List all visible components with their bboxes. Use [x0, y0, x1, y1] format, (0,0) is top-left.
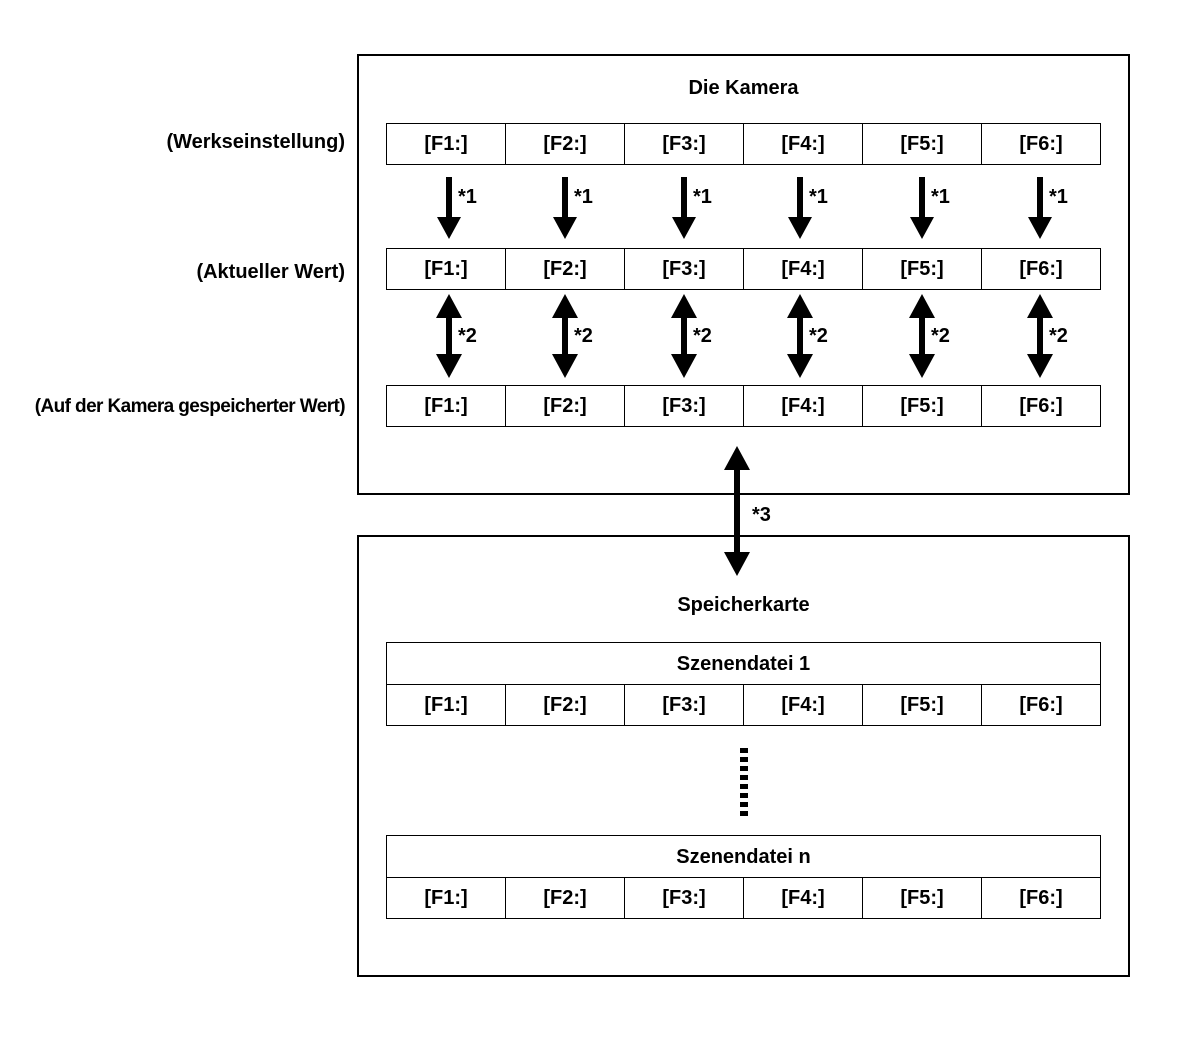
ellipsis-dot — [740, 775, 748, 780]
annotation-2-label: *2 — [574, 325, 593, 347]
cell-f4: [F4:] — [744, 124, 863, 164]
annotation-2-label: *2 — [693, 325, 712, 347]
scene-file-1-header: Szenendatei 1 — [386, 642, 1101, 685]
cell-f6: [F6:] — [1019, 886, 1063, 909]
scene-file-n-row: [F1:] [F2:] [F3:] [F4:] [F5:] [F6:] — [386, 877, 1101, 919]
cell-f1: [F1:] — [387, 685, 506, 725]
cell-f6: [F6:] — [1019, 132, 1063, 155]
cell-f3: [F3:] — [625, 124, 744, 164]
annotation-1-label: *1 — [693, 186, 712, 208]
cell-f4: [F4:] — [744, 685, 863, 725]
cell-f2: [F2:] — [506, 878, 625, 918]
annotation-2-label: *2 — [458, 325, 477, 347]
cell-f3: [F3:] — [625, 249, 744, 289]
ellipsis-dots — [740, 748, 748, 816]
cell-f6: [F6:] — [1019, 394, 1063, 417]
cell-f5: [F5:] — [863, 249, 982, 289]
cell-f5: [F5:] — [863, 124, 982, 164]
annotation-1-label: *1 — [458, 186, 477, 208]
down-arrow — [437, 177, 461, 239]
double-arrow — [787, 294, 813, 378]
annotation-1-label: *1 — [574, 186, 593, 208]
annotation-2-label: *2 — [809, 325, 828, 347]
annotation-2-label: *2 — [931, 325, 950, 347]
scene-file-1-row: [F1:] [F2:] [F3:] [F4:] [F5:] [F6:] — [386, 684, 1101, 726]
camera-title: Die Kamera — [688, 77, 799, 99]
double-arrow — [552, 294, 578, 378]
annotation-1-label: *1 — [1049, 186, 1068, 208]
ellipsis-dot — [740, 784, 748, 789]
cell-f5: [F5:] — [863, 386, 982, 426]
cell-f2: [F2:] — [506, 386, 625, 426]
row-label-factory: (Werkseinstellung) — [166, 131, 345, 153]
ellipsis-dot — [740, 757, 748, 762]
row-label-stored: (Auf der Kamera gespeicherter Wert) — [34, 396, 346, 417]
annotation-2-label: *2 — [1049, 325, 1068, 347]
memory-card-title: Speicherkarte — [677, 594, 810, 616]
double-arrow — [436, 294, 462, 378]
cell-f4: [F4:] — [744, 878, 863, 918]
ellipsis-dot — [740, 766, 748, 771]
cell-f2: [F2:] — [506, 249, 625, 289]
double-arrow — [671, 294, 697, 378]
down-arrow — [672, 177, 696, 239]
cell-f4: [F4:] — [744, 249, 863, 289]
ellipsis-dot — [740, 748, 748, 753]
annotation-3-label: *3 — [752, 504, 771, 526]
cell-f2: [F2:] — [506, 685, 625, 725]
ellipsis-dot — [740, 793, 748, 798]
row-label-current: (Aktueller Wert) — [196, 261, 345, 283]
annotation-1-label: *1 — [931, 186, 950, 208]
camera-card-double-arrow — [724, 446, 750, 576]
cell-f1: [F1:] — [387, 878, 506, 918]
cell-f3: [F3:] — [625, 685, 744, 725]
cell-f1: [F1:] — [387, 249, 506, 289]
down-arrow — [553, 177, 577, 239]
cell-f5: [F5:] — [863, 685, 982, 725]
cell-f6: [F6:] — [1019, 693, 1063, 716]
cell-f4: [F4:] — [744, 386, 863, 426]
cell-f3: [F3:] — [625, 386, 744, 426]
down-arrow — [910, 177, 934, 239]
cell-f1: [F1:] — [387, 386, 506, 426]
cell-f6: [F6:] — [1019, 257, 1063, 280]
cell-f2: [F2:] — [506, 124, 625, 164]
current-value-row: [F1:] [F2:] [F3:] [F4:] [F5:] [F6:] — [386, 248, 1101, 290]
double-arrow — [1027, 294, 1053, 378]
stored-value-row: [F1:] [F2:] [F3:] [F4:] [F5:] [F6:] — [386, 385, 1101, 427]
down-arrow — [1028, 177, 1052, 239]
cell-f1: [F1:] — [387, 124, 506, 164]
double-arrow — [909, 294, 935, 378]
ellipsis-dot — [740, 811, 748, 816]
factory-settings-row: [F1:] [F2:] [F3:] [F4:] [F5:] [F6:] — [386, 123, 1101, 165]
cell-f5: [F5:] — [863, 878, 982, 918]
ellipsis-dot — [740, 802, 748, 807]
annotation-1-label: *1 — [809, 186, 828, 208]
scene-file-n-header: Szenendatei n — [386, 835, 1101, 878]
cell-f3: [F3:] — [625, 878, 744, 918]
down-arrow — [788, 177, 812, 239]
